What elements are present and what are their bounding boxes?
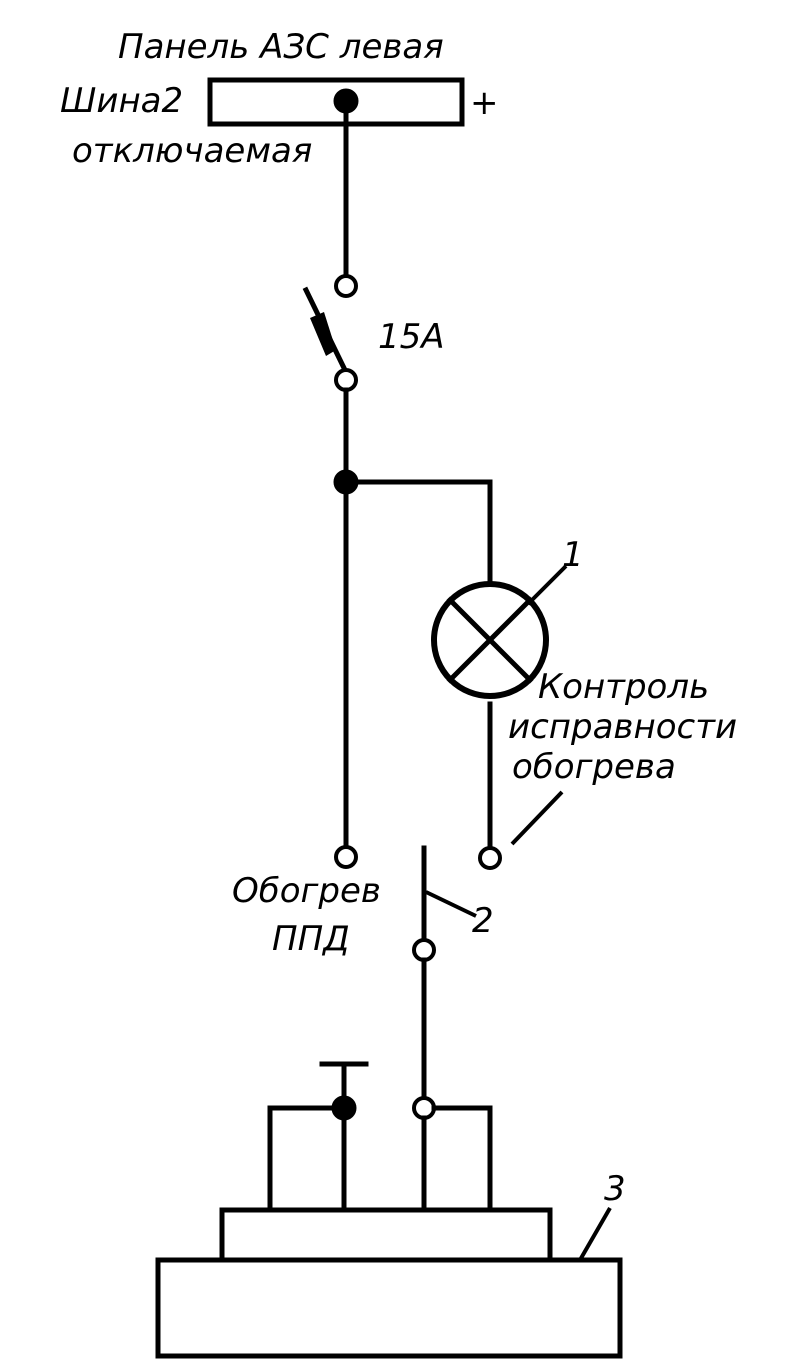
heating-terminal	[334, 845, 358, 869]
indicator-lamp-icon	[431, 581, 549, 699]
lamp-feed-wire	[343, 479, 493, 587]
connector-terminal	[412, 938, 436, 962]
bus-polarity-label: +	[470, 83, 499, 123]
bus-switched-label: отключаемая	[72, 131, 312, 171]
lamp-terminal	[478, 846, 502, 870]
control-label-line2: исправности	[508, 707, 737, 747]
heating-label-line1: Обогрев	[232, 871, 381, 911]
device-upper-block	[219, 1207, 553, 1263]
connector-leader-line	[425, 890, 477, 918]
breaker-actuator	[310, 312, 336, 356]
callout-1-label: 1	[562, 535, 584, 575]
heating-label-line2: ППД	[272, 919, 350, 959]
device-right-outer-wire	[431, 1105, 493, 1213]
callout-2-label: 2	[472, 901, 494, 941]
device-input-terminal	[412, 1096, 436, 1120]
bus-name-label: Шина2	[60, 81, 183, 121]
control-label-line1: Контроль	[538, 667, 709, 707]
control-label-line3: обогрева	[512, 747, 676, 787]
breaker-rating-label: 15А	[378, 317, 445, 357]
callout-3-label: 3	[604, 1169, 626, 1209]
panel-title: Панель АЗС левая	[118, 27, 444, 67]
breaker-bottom-terminal	[334, 368, 358, 392]
breaker-top-terminal	[334, 274, 358, 298]
device-left-loop	[267, 1105, 347, 1213]
control-leader-line	[510, 790, 564, 846]
device-base-block	[155, 1257, 623, 1359]
circuit-breaker-15a	[302, 286, 348, 372]
lamp-leader-line	[526, 564, 568, 606]
device-leader-line	[578, 1207, 612, 1261]
